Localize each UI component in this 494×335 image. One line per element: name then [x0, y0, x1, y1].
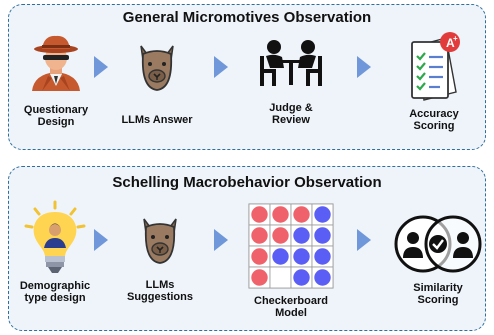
blue-agent-dot: [314, 206, 331, 223]
macrobehavior-panel-title: Schelling Macrobehavior Observation: [112, 174, 382, 191]
blue-agent-dot: [314, 227, 331, 244]
red-agent-dot: [251, 269, 268, 286]
step-label: Similarity Scoring: [413, 282, 463, 306]
step-llms-suggestions: LLMs Suggestions: [110, 213, 210, 303]
graded-checklist-icon: A +: [411, 32, 460, 101]
llama-icon: [143, 218, 177, 264]
blue-agent-dot: [314, 269, 331, 286]
lightbulb-person-icon: [24, 200, 86, 273]
arrow-right-icon: [94, 56, 108, 78]
step-label: Questionary Design: [23, 104, 89, 128]
arrow-right-icon: [94, 229, 108, 251]
meeting-table-icon: [260, 40, 322, 86]
blue-agent-dot: [272, 248, 289, 265]
red-agent-dot: [251, 227, 268, 244]
grade-letter: A: [446, 36, 455, 50]
step-checkerboard-model: Checkerboard Model: [241, 203, 341, 319]
arrow-right-icon: [357, 229, 371, 251]
llama-icon: [140, 45, 174, 91]
step-similarity-scoring: Similarity Scoring: [388, 206, 488, 306]
arrow-right-icon: [214, 56, 228, 78]
red-agent-dot: [272, 206, 289, 223]
step-label: Accuracy Scoring: [409, 108, 459, 132]
step-label: Checkerboard Model: [254, 295, 328, 319]
checkerboard-cell: [269, 266, 292, 289]
blue-agent-dot: [293, 269, 310, 286]
blue-agent-dot: [293, 227, 310, 244]
red-agent-dot: [293, 206, 310, 223]
step-label: LLMs Suggestions: [126, 279, 193, 303]
detective-icon: [32, 35, 80, 91]
check-icon: [432, 239, 444, 250]
step-label: Judge & Review: [269, 102, 313, 126]
step-label: Demographic type design: [19, 280, 91, 304]
arrow-right-icon: [214, 229, 228, 251]
step-demographic-type-design: Demographic type design: [5, 200, 105, 304]
step-questionary-design: Questionary Design: [6, 34, 106, 128]
step-judge-review: Judge & Review: [241, 38, 341, 126]
arrow-right-icon: [357, 56, 371, 78]
micromotives-panel-title: General Micromotives Observation: [122, 9, 372, 26]
venn-similarity-icon: [394, 215, 482, 273]
red-agent-dot: [251, 206, 268, 223]
checkerboard-icon: [248, 203, 334, 289]
blue-agent-dot: [314, 248, 331, 265]
svg-text:+: +: [453, 34, 458, 43]
blue-agent-dot: [293, 248, 310, 265]
micromotives-panel: General Micromotives Observation: [8, 4, 486, 150]
step-label: LLMs Answer: [121, 114, 193, 126]
red-agent-dot: [251, 248, 268, 265]
step-llms-answer: LLMs Answer: [107, 40, 207, 126]
red-agent-dot: [272, 227, 289, 244]
step-accuracy-scoring: A + Accuracy Scoring: [384, 32, 484, 132]
